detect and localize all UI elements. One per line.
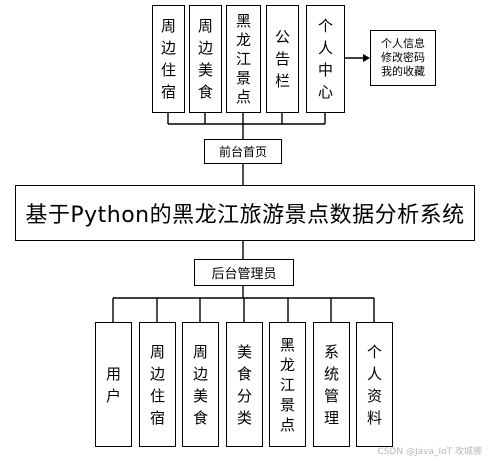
bottom-module-food: 周 边 美 食 [182, 322, 219, 447]
system-title-label: 基于Python的黑龙江旅游景点数据分析系统 [25, 203, 465, 228]
top-module-scenic-spots: 黑 龙 江 景 点 [226, 5, 261, 113]
back-admin-node: 后台管理员 [194, 259, 294, 286]
bottom-module-label: 系 统 管 理 [323, 342, 339, 427]
bottom-module-scenic-spots: 黑 龙 江 景 点 [269, 322, 306, 447]
front-home-label: 前台首页 [218, 145, 267, 159]
bottom-module-label: 用 户 [105, 364, 121, 405]
top-module-label: 周 边 住 宿 [160, 17, 176, 101]
bottom-module-system-management: 系 统 管 理 [313, 322, 350, 447]
top-module-bulletin: 公 告 栏 [266, 5, 299, 113]
watermark: CSDN @Java_IoT 攻城狮 [377, 447, 482, 457]
bottom-module-food-category: 美 食 分 类 [226, 322, 263, 447]
top-module-lodging: 周 边 住 宿 [152, 5, 185, 113]
personal-center-note-text: 个人信息 修改密码 我的收藏 [381, 37, 425, 78]
bottom-module-label: 周 边 住 宿 [149, 342, 165, 427]
top-module-label: 公 告 栏 [274, 28, 290, 90]
bottom-module-personal-profile: 个 人 资 料 [356, 322, 393, 447]
bottom-module-label: 美 食 分 类 [236, 342, 252, 427]
personal-center-note: 个人信息 修改密码 我的收藏 [370, 30, 436, 86]
top-module-label: 个 人 中 心 [317, 17, 333, 101]
top-module-personal-center: 个 人 中 心 [306, 5, 345, 113]
arrowhead [363, 54, 370, 62]
top-module-label: 黑 龙 江 景 点 [235, 11, 251, 106]
top-module-label: 周 边 美 食 [197, 17, 213, 101]
bottom-module-users: 用 户 [95, 322, 132, 447]
front-home-node: 前台首页 [204, 139, 282, 164]
bottom-module-label: 周 边 美 食 [192, 342, 208, 427]
system-title-node: 基于Python的黑龙江旅游景点数据分析系统 [15, 185, 475, 241]
back-admin-label: 后台管理员 [211, 267, 277, 282]
bottom-module-label: 个 人 资 料 [366, 342, 382, 427]
bottom-module-label: 黑 龙 江 景 点 [279, 335, 295, 434]
top-module-food: 周 边 美 食 [189, 5, 222, 113]
bottom-module-lodging: 周 边 住 宿 [139, 322, 176, 447]
